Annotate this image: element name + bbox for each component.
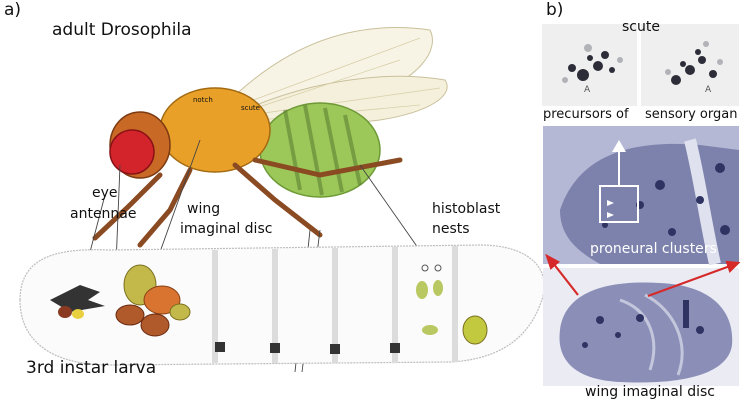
red-arrows (545, 253, 741, 298)
label-notch: notch (193, 96, 213, 104)
label-proneural-clusters: proneural clusters (590, 241, 717, 257)
label-wing-line2: imaginal disc (180, 221, 273, 237)
label-histoblast-line1: histoblast (432, 201, 501, 217)
histoblast-nest (416, 281, 428, 299)
label-sensory-organ: sensory organ (645, 107, 738, 122)
label-precursors: precursors of (543, 107, 629, 122)
scute-precursor-photos (542, 24, 739, 106)
label-wing-imaginal-disc-photo: wing imaginal disc (585, 384, 715, 400)
fly-eye (109, 129, 155, 175)
mouth-hooks (50, 285, 105, 312)
panel-a-letter: a) (4, 0, 22, 20)
larva-title: 3rd instar larva (26, 358, 157, 378)
adult-drosophila-title: adult Drosophila (52, 20, 192, 40)
panel-b-letter: b) (546, 0, 564, 20)
marker-a2: A (705, 85, 712, 95)
proneural-cluster-photo (543, 126, 739, 266)
label-wing-line1: wing (187, 201, 221, 217)
label-scute-title: scute (622, 19, 660, 35)
label-histoblast-line2: nests (432, 221, 470, 237)
larva (19, 244, 545, 366)
label-scute-small: scute (241, 104, 260, 112)
label-eye: eye (92, 185, 118, 201)
marker-a1: A (584, 85, 591, 95)
wing-imaginal-disc-photo (543, 268, 739, 386)
label-antennae: antennae (70, 206, 137, 222)
fly-legs (92, 157, 403, 248)
